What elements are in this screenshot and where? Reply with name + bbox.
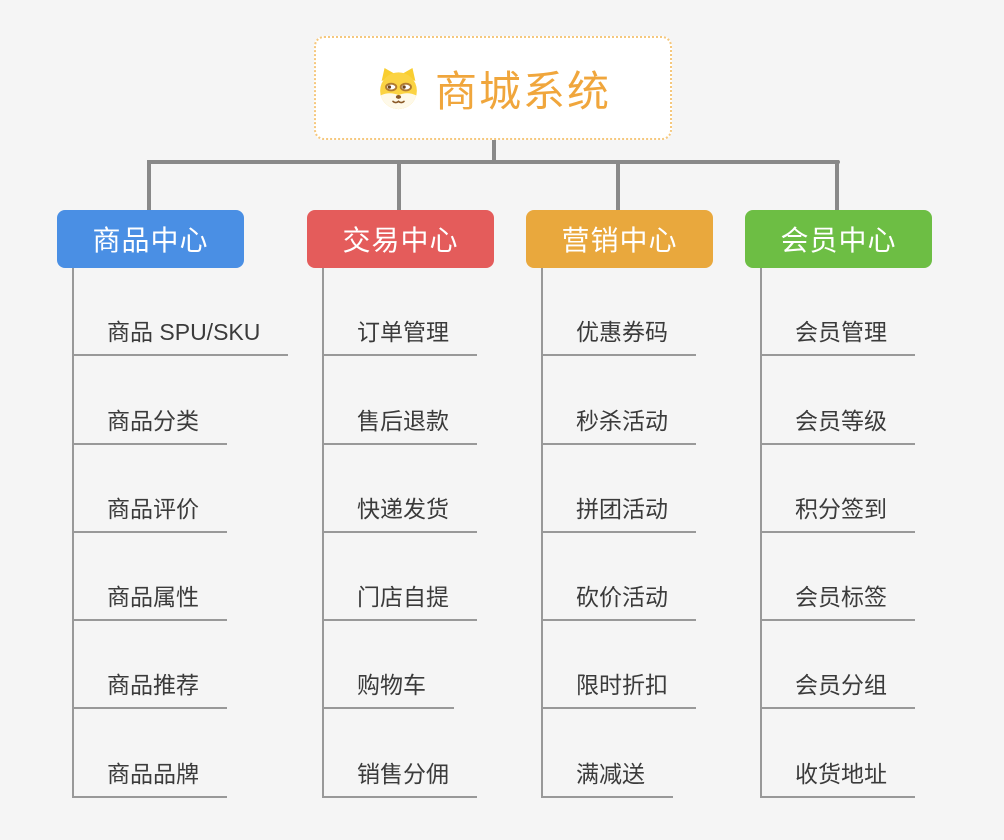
branch-1: 交易中心 订单管理 售后退款 快递发货 门店自提 购物车 销售分佣 xyxy=(307,160,494,798)
subtopic-node[interactable]: 收货地址 xyxy=(762,709,915,798)
subtopic-node[interactable]: 商品评价 xyxy=(74,445,227,533)
subtopic-label: 售后退款 xyxy=(357,407,449,434)
branch-label: 营销中心 xyxy=(561,225,678,256)
branch-node[interactable]: 商品中心 xyxy=(57,210,244,268)
subtopic-node[interactable]: 销售分佣 xyxy=(324,709,477,798)
subtopic-node[interactable]: 商品 SPU/SKU xyxy=(74,268,289,357)
subtopic-label: 限时折扣 xyxy=(576,672,668,699)
subtopic-label: 快递发货 xyxy=(357,495,449,522)
subtopic-node[interactable]: 满减送 xyxy=(543,709,673,798)
subtopic-node[interactable]: 售后退款 xyxy=(324,356,477,445)
dog-face-icon xyxy=(375,65,422,112)
subtopic-label: 商品分类 xyxy=(107,407,199,434)
subtopic-node[interactable]: 商品分类 xyxy=(74,356,227,445)
root-node[interactable]: 商城系统 xyxy=(314,36,672,140)
root-title: 商城系统 xyxy=(434,67,611,115)
connector-horizontal-spine xyxy=(148,160,840,164)
subtopic-node[interactable]: 会员标签 xyxy=(762,533,915,622)
branch-label: 商品中心 xyxy=(92,225,209,256)
subtopic-label: 销售分佣 xyxy=(357,760,449,787)
connector-branch-drop xyxy=(147,160,151,212)
subtopic-label: 商品评价 xyxy=(107,495,199,522)
subtopic-node[interactable]: 会员分组 xyxy=(762,621,915,710)
connector-branch-drop xyxy=(835,160,839,212)
subtopic-label: 会员等级 xyxy=(795,407,887,434)
subtopic-label: 会员分组 xyxy=(795,672,887,699)
branch-label: 会员中心 xyxy=(780,225,897,256)
subtopic-label: 砍价活动 xyxy=(576,584,668,611)
subtopic-node[interactable]: 会员等级 xyxy=(762,356,915,445)
subtopic-label: 秒杀活动 xyxy=(576,407,668,434)
subtopic-label: 优惠券码 xyxy=(576,319,668,346)
subtopic-node[interactable]: 商品属性 xyxy=(74,533,227,622)
subtopic-label: 满减送 xyxy=(576,760,645,787)
branch-items: 优惠券码 秒杀活动 拼团活动 砍价活动 限时折扣 满减送 xyxy=(541,268,696,798)
branch-items: 商品 SPU/SKU 商品分类 商品评价 商品属性 商品推荐 商品品牌 xyxy=(72,268,289,798)
subtopic-label: 拼团活动 xyxy=(576,495,668,522)
subtopic-label: 收货地址 xyxy=(795,760,887,787)
connector-branch-drop xyxy=(397,160,401,212)
subtopic-node[interactable]: 商品推荐 xyxy=(74,621,227,710)
subtopic-node[interactable]: 拼团活动 xyxy=(543,445,696,533)
subtopic-node[interactable]: 订单管理 xyxy=(324,268,477,357)
subtopic-node[interactable]: 优惠券码 xyxy=(543,268,696,357)
subtopic-node[interactable]: 秒杀活动 xyxy=(543,356,696,445)
subtopic-label: 门店自提 xyxy=(357,584,449,611)
branch-node[interactable]: 交易中心 xyxy=(307,210,494,268)
subtopic-node[interactable]: 限时折扣 xyxy=(543,621,696,710)
subtopic-node[interactable]: 砍价活动 xyxy=(543,533,696,622)
subtopic-node[interactable]: 购物车 xyxy=(324,621,454,710)
subtopic-label: 会员标签 xyxy=(795,584,887,611)
connector-branch-drop xyxy=(616,160,620,212)
subtopic-label: 积分签到 xyxy=(795,495,887,522)
connector-root-drop xyxy=(492,139,496,163)
branch-label: 交易中心 xyxy=(342,225,459,256)
subtopic-label: 购物车 xyxy=(357,672,426,699)
subtopic-label: 订单管理 xyxy=(357,319,449,346)
branch-3: 会员中心 会员管理 会员等级 积分签到 会员标签 会员分组 收货地址 xyxy=(745,160,932,798)
branch-items: 订单管理 售后退款 快递发货 门店自提 购物车 销售分佣 xyxy=(322,268,477,798)
subtopic-node[interactable]: 商品品牌 xyxy=(74,709,227,798)
branch-items: 会员管理 会员等级 积分签到 会员标签 会员分组 收货地址 xyxy=(760,268,915,798)
subtopic-node[interactable]: 门店自提 xyxy=(324,533,477,622)
subtopic-node[interactable]: 会员管理 xyxy=(762,268,915,357)
subtopic-label: 商品 SPU/SKU xyxy=(107,319,261,346)
branch-2: 营销中心 优惠券码 秒杀活动 拼团活动 砍价活动 限时折扣 满减送 xyxy=(526,160,713,798)
subtopic-label: 商品品牌 xyxy=(107,760,199,787)
subtopic-label: 商品属性 xyxy=(107,584,199,611)
branch-node[interactable]: 会员中心 xyxy=(745,210,932,268)
subtopic-label: 会员管理 xyxy=(795,319,887,346)
subtopic-label: 商品推荐 xyxy=(107,672,199,699)
branch-node[interactable]: 营销中心 xyxy=(526,210,713,268)
branch-0: 商品中心 商品 SPU/SKU 商品分类 商品评价 商品属性 商品推荐 商品品牌 xyxy=(57,160,289,798)
subtopic-node[interactable]: 积分签到 xyxy=(762,445,915,533)
subtopic-node[interactable]: 快递发货 xyxy=(324,445,477,533)
